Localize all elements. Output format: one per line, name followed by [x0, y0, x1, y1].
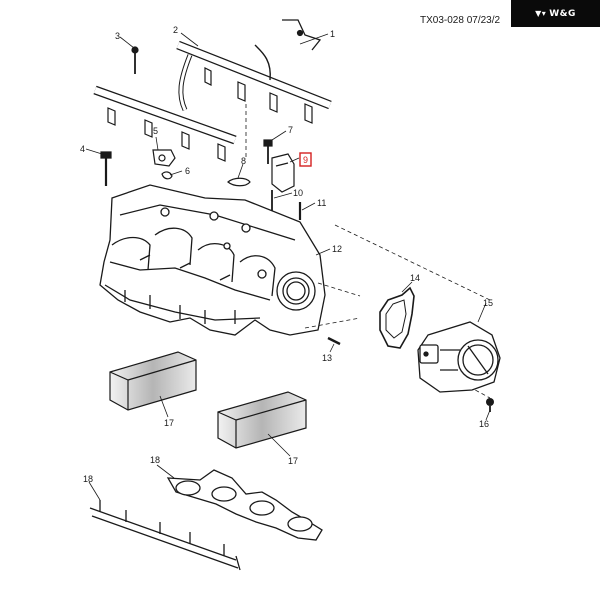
pin-13-icon [327, 336, 341, 346]
callout-4: 4 [80, 144, 85, 154]
insulator-17-right [217, 391, 307, 449]
callout-11: 11 [317, 198, 326, 208]
callout-15: 15 [483, 298, 493, 308]
callout-17a: 17 [164, 418, 174, 428]
callout-9: 9 [303, 155, 308, 165]
injector-group-lower [107, 107, 226, 162]
injector-group-upper [204, 67, 313, 124]
callout-7: 7 [288, 125, 293, 135]
callout-10: 10 [293, 188, 303, 198]
watermark-badge: ▼▾ W&G [511, 0, 600, 27]
throttle-gasket-14 [379, 286, 415, 349]
callout-5: 5 [153, 126, 158, 136]
callout-14: 14 [410, 273, 420, 283]
assembly-lines [245, 104, 491, 399]
seal-6-icon [161, 171, 173, 180]
small-parts [100, 139, 302, 226]
fuel-rail [93, 19, 332, 162]
callout-labels: 1 2 3 4 5 6 7 8 9 10 11 12 13 14 15 16 1… [80, 25, 493, 484]
callout-2: 2 [173, 25, 178, 35]
gasket-8-icon [227, 177, 251, 187]
throttle-body-15 [417, 321, 501, 393]
intake-gasket-18-strip [89, 500, 241, 571]
brand-logo-icon: ▼▾ [535, 9, 547, 18]
callout-6: 6 [185, 166, 190, 176]
callout-3: 3 [115, 31, 120, 41]
bolt-16-icon [486, 398, 494, 412]
callout-17b: 17 [288, 456, 298, 466]
callout-1: 1 [330, 29, 335, 39]
sensor-9-icon [271, 153, 295, 193]
watermark-text: W&G [549, 8, 576, 19]
diagram-code: TX03-028 07/23/2 [420, 15, 501, 26]
intake-manifold [99, 184, 326, 336]
bolt-4-icon [100, 151, 112, 186]
callout-16: 16 [479, 419, 489, 429]
callout-8: 8 [241, 156, 246, 166]
callout-9-highlight [299, 152, 312, 167]
callout-18b: 18 [83, 474, 93, 484]
insulator-17-left [109, 351, 197, 411]
sensor-5-icon [152, 149, 176, 167]
callout-18a: 18 [150, 455, 160, 465]
screw-7-icon [263, 139, 273, 164]
callout-13: 13 [322, 353, 332, 363]
leader-lines [85, 32, 491, 501]
callout-12: 12 [332, 244, 342, 254]
intake-gasket-18 [166, 469, 323, 541]
